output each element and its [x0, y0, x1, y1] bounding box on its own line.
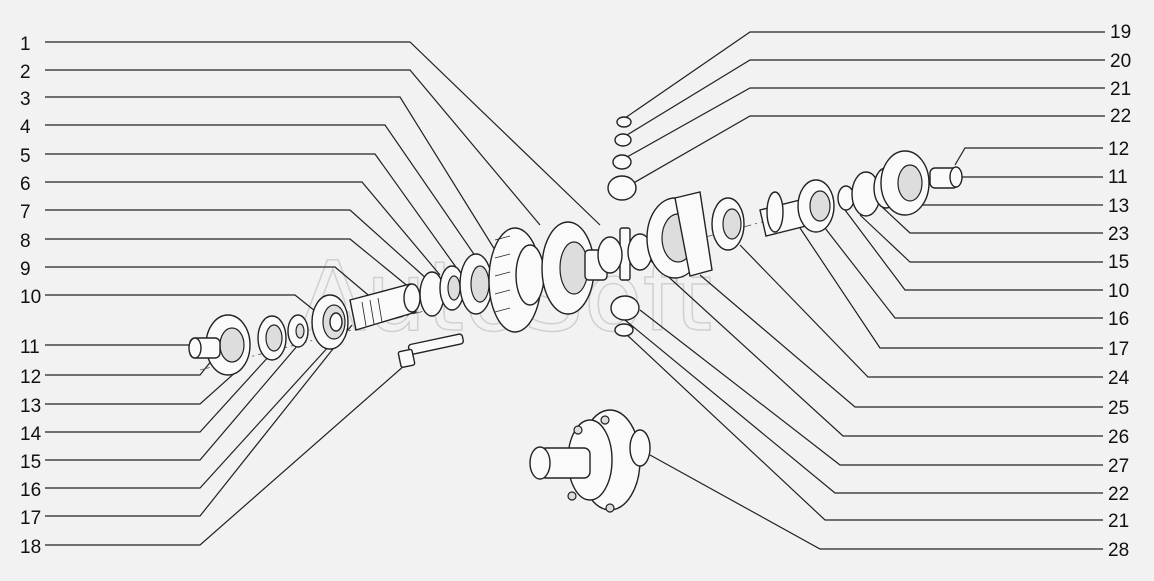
callout-label-l-12: 12	[20, 367, 41, 388]
leader-line-r-15	[859, 214, 1103, 263]
leader-lines	[45, 31, 1105, 550]
leader-line-l-9	[45, 266, 381, 306]
left-roller-bearing	[311, 294, 349, 350]
leader-line-l-18	[45, 364, 406, 546]
right-case-half	[646, 191, 713, 279]
leader-line-l-3	[45, 96, 496, 251]
leader-line-r-19	[624, 31, 1105, 119]
leader-line-l-17	[45, 324, 353, 517]
leader-line-r-22b	[624, 319, 1103, 494]
callout-labels: 1234567891011121314151617181920212212111…	[20, 22, 1131, 561]
callout-label-l-2: 2	[20, 62, 31, 83]
leader-line-r-12	[954, 147, 1103, 166]
leader-line-r-21b	[624, 332, 1103, 521]
leader-line-l-13	[45, 369, 239, 405]
callout-label-r-21b: 21	[1108, 511, 1129, 532]
leader-line-r-16	[824, 227, 1103, 319]
right-bearing	[797, 179, 835, 233]
callout-label-r-25: 25	[1108, 398, 1129, 419]
leader-line-r-17	[799, 227, 1103, 349]
left-ring-stack	[419, 253, 493, 317]
right-shaft-spline	[759, 191, 807, 237]
callout-label-l-10: 10	[20, 287, 41, 308]
leader-line-r-22	[629, 115, 1105, 186]
final-drive-gear	[488, 227, 545, 333]
callout-label-r-13: 13	[1108, 196, 1129, 217]
callout-label-l-16: 16	[20, 480, 41, 501]
callout-label-r-19: 19	[1110, 22, 1131, 43]
leader-line-l-4	[45, 124, 479, 261]
leader-line-l-16	[45, 344, 331, 489]
callout-label-l-3: 3	[20, 89, 31, 110]
callout-label-l-8: 8	[20, 231, 31, 252]
callout-label-r-15: 15	[1108, 252, 1129, 273]
callout-label-l-6: 6	[20, 174, 31, 195]
leader-line-r-23	[879, 204, 1103, 234]
leader-line-r-10	[844, 209, 1103, 291]
callout-label-r-10: 10	[1108, 281, 1129, 302]
callout-label-l-1: 1	[20, 34, 31, 55]
right-roller-bearing	[711, 197, 745, 251]
leader-line-r-24	[739, 244, 1103, 378]
leader-line-l-15	[45, 344, 299, 461]
callout-label-r-20: 20	[1110, 51, 1131, 72]
callout-label-l-5: 5	[20, 146, 31, 167]
leader-line-r-13	[904, 199, 1103, 206]
callout-label-l-18: 18	[20, 537, 41, 558]
callout-label-r-21: 21	[1110, 79, 1131, 100]
left-oil-seal	[257, 315, 287, 361]
leader-line-r-27	[639, 309, 1103, 466]
differential-case	[541, 221, 608, 315]
callout-label-r-12: 12	[1108, 139, 1129, 160]
leader-line-l-7	[45, 209, 429, 281]
callout-label-r-22: 22	[1110, 106, 1131, 127]
leader-line-l-5	[45, 153, 459, 271]
leader-line-l-6	[45, 181, 441, 276]
callout-label-r-11: 11	[1108, 167, 1128, 188]
left-washer	[287, 314, 309, 348]
right-bearing-cap	[880, 150, 963, 216]
leader-line-l-1	[45, 41, 601, 226]
callout-label-r-23: 23	[1108, 224, 1129, 245]
case-bolt	[397, 333, 465, 368]
callout-label-r-26: 26	[1108, 427, 1129, 448]
callout-label-l-7: 7	[20, 202, 31, 223]
leader-line-l-12	[45, 359, 213, 376]
callout-label-l-13: 13	[20, 396, 41, 417]
callout-label-l-15: 15	[20, 452, 41, 473]
callout-label-r-16: 16	[1108, 309, 1129, 330]
leader-line-r-20	[626, 59, 1105, 136]
callout-label-r-22b: 22	[1108, 484, 1129, 505]
callout-label-l-9: 9	[20, 259, 31, 280]
callout-label-r-27: 27	[1108, 456, 1129, 477]
callout-label-l-11: 11	[20, 337, 40, 358]
callout-label-r-28: 28	[1108, 540, 1129, 561]
left-bearing-cap	[188, 314, 251, 376]
callout-label-r-24: 24	[1108, 368, 1130, 389]
leader-line-r-25	[699, 274, 1103, 408]
leader-line-l-10	[45, 294, 321, 316]
leader-line-r-28	[649, 454, 1103, 550]
leader-line-r-26	[649, 259, 1103, 437]
leader-line-r-21	[626, 87, 1105, 158]
callout-label-l-17: 17	[20, 508, 41, 529]
left-shaft-spline	[349, 283, 421, 331]
assembled-differential	[529, 409, 651, 513]
leader-line-l-2	[45, 69, 541, 226]
callout-label-l-14: 14	[20, 424, 42, 445]
leader-line-l-14	[45, 354, 271, 433]
leader-line-l-8	[45, 238, 411, 289]
callout-label-r-17: 17	[1108, 339, 1129, 360]
callout-label-l-4: 4	[20, 117, 31, 138]
